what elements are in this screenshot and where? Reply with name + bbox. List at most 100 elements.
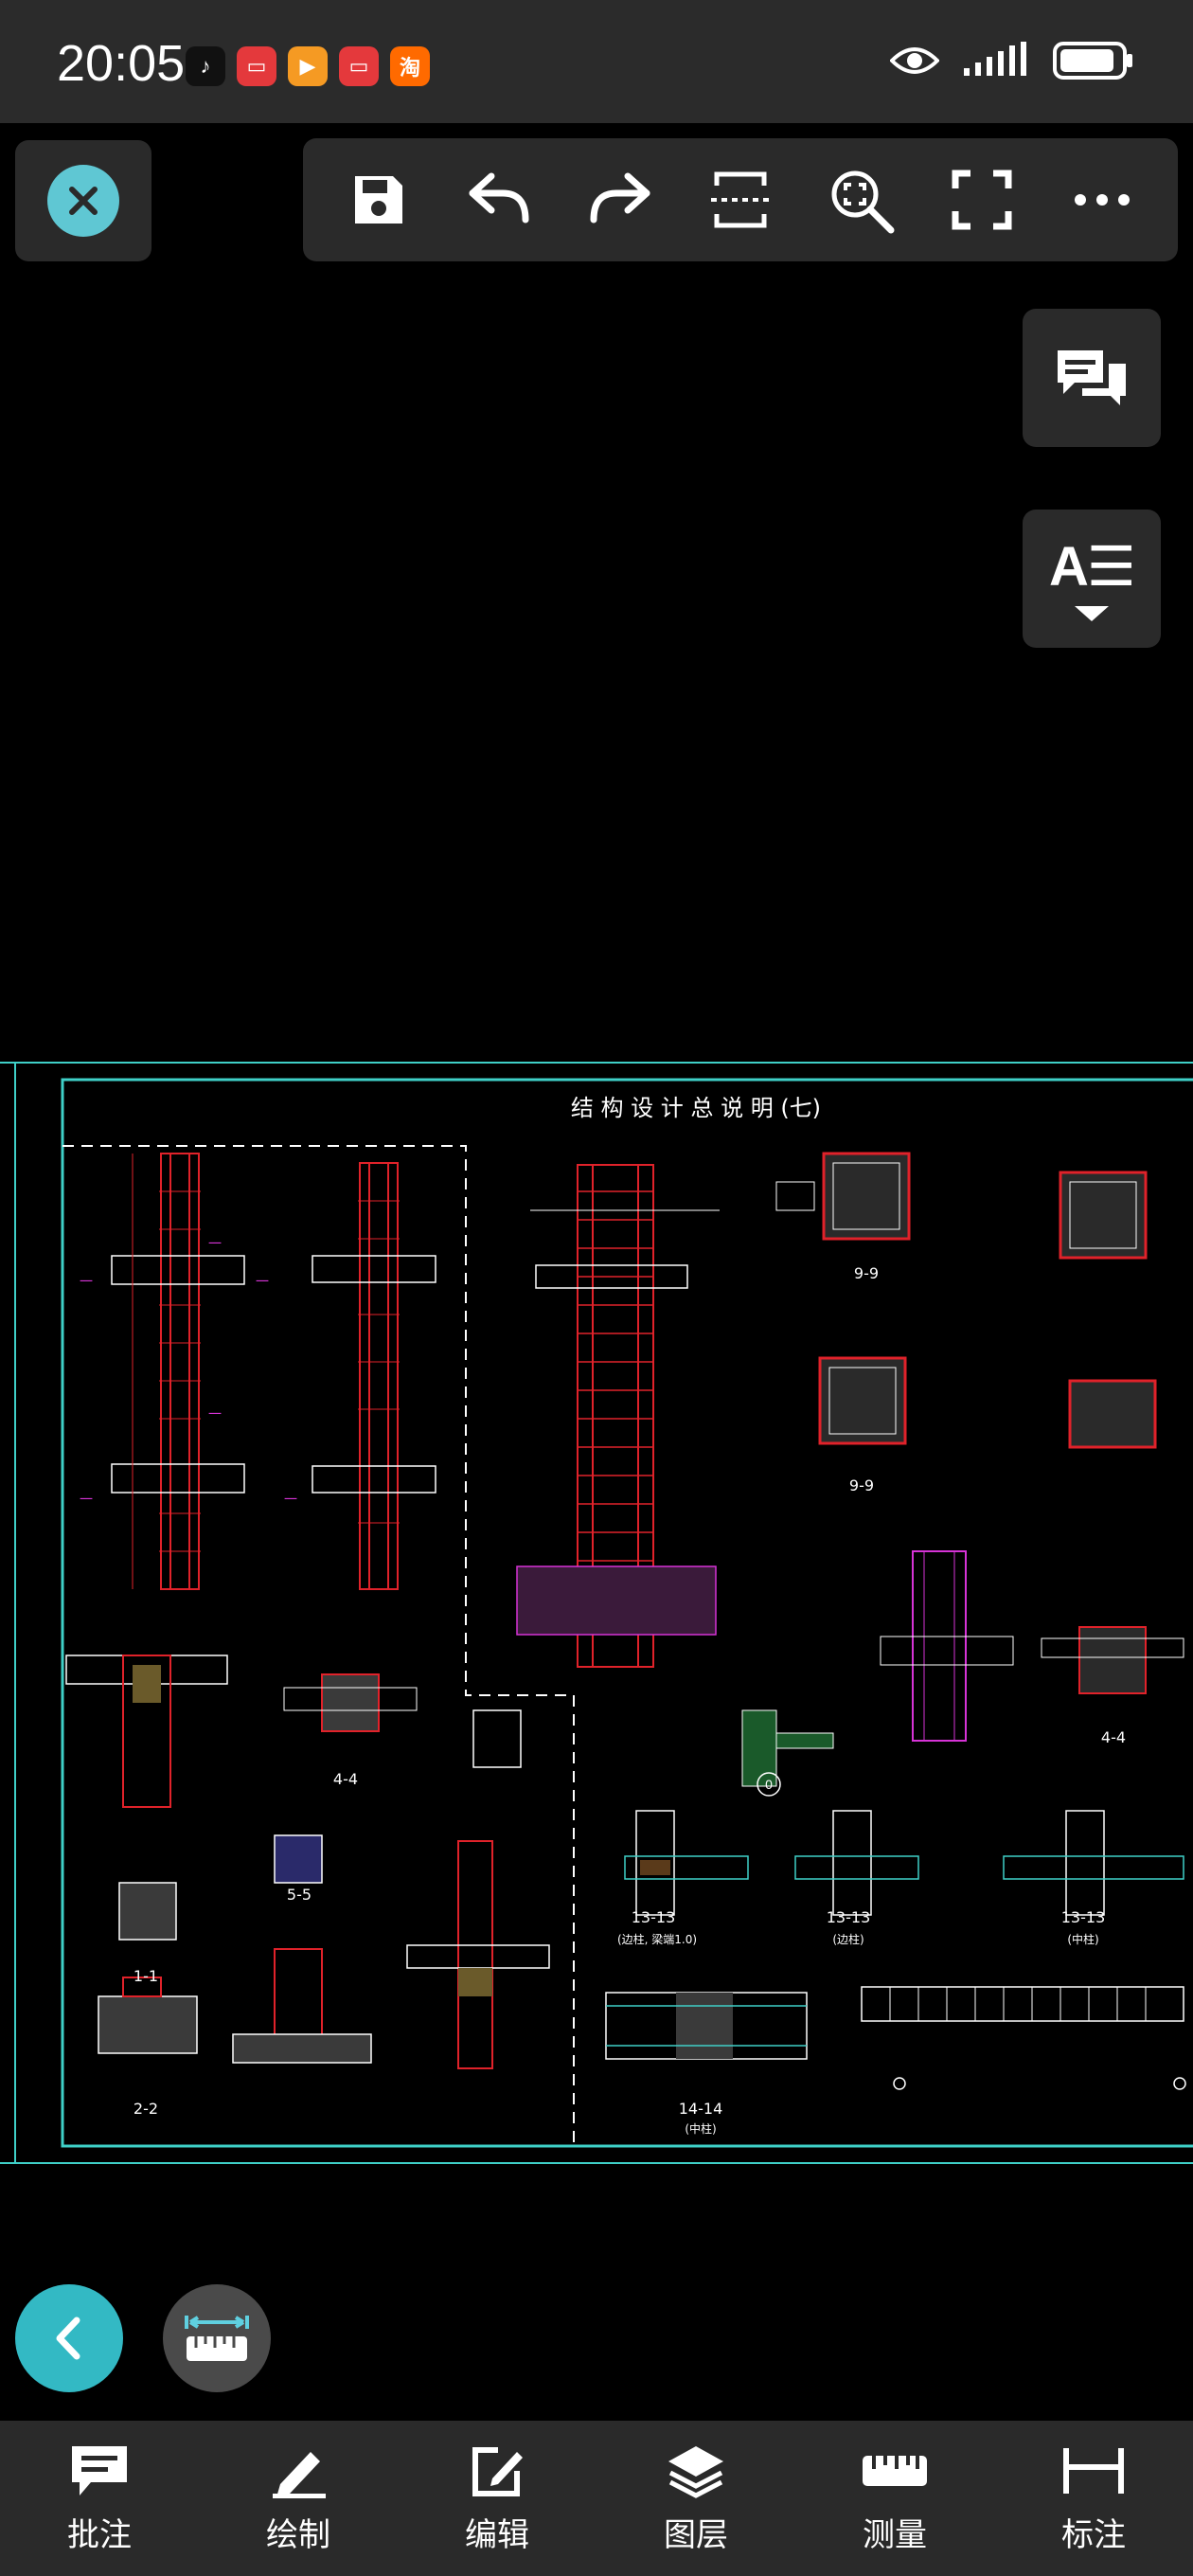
- section-label-13-13-a: 13-13: [632, 1908, 676, 1926]
- comments-button[interactable]: [1023, 309, 1161, 447]
- section-label-13-13-c: 13-13: [1061, 1908, 1106, 1926]
- notification-icons: ♪ ▭ ▶ ▭ 淘: [186, 46, 430, 86]
- eye-icon: [890, 47, 939, 74]
- nav-label: 编辑: [465, 2515, 529, 2554]
- section-label-5-5: 5-5: [287, 1886, 312, 1904]
- angle-detail: [472, 1709, 522, 1768]
- section-label-2-2: 2-2: [134, 2100, 158, 2118]
- nav-label: 绘制: [266, 2515, 330, 2554]
- edit-icon: [472, 2446, 523, 2496]
- foundation-detail: [232, 1948, 372, 2064]
- section-label-9-9-a: 9-9: [854, 1264, 879, 1282]
- beam-detail-13-13-a: [624, 1810, 749, 1916]
- nav-label: 批注: [67, 2515, 132, 2554]
- svg-text:一: 一: [256, 1275, 269, 1290]
- nav-edit[interactable]: 编辑: [421, 2442, 573, 2555]
- beam-detail-14-14: [605, 1992, 808, 2060]
- section-5-5: [274, 1834, 323, 1884]
- fullscreen-icon: [952, 170, 1012, 230]
- column-joint-detail: [406, 1840, 550, 2069]
- close-button[interactable]: [15, 140, 151, 261]
- svg-text:一: 一: [80, 1275, 93, 1290]
- nav-draw[interactable]: 绘制: [223, 2442, 374, 2555]
- nav-annotate[interactable]: 批注: [24, 2442, 175, 2555]
- signal-icon: [964, 42, 1026, 76]
- top-toolbar: [303, 138, 1178, 261]
- section-right-1: [1059, 1171, 1148, 1260]
- dimension-icon: [1063, 2447, 1124, 2494]
- nav-label: 图层: [664, 2515, 728, 2554]
- svg-text:一: 一: [208, 1237, 222, 1252]
- pencil-icon: [273, 2451, 326, 2498]
- text-style-button[interactable]: A☰: [1023, 510, 1161, 648]
- more-button[interactable]: [1050, 148, 1154, 252]
- stair-beam-elevation: [861, 1986, 1186, 2090]
- section-4-4-left: [283, 1673, 418, 1732]
- comments-icon: [1058, 350, 1126, 405]
- section-sub-label: (边柱, 梁端1.0): [617, 1932, 697, 1946]
- section-label-9-9-b: 9-9: [849, 1476, 874, 1494]
- redo-button[interactable]: [568, 148, 672, 252]
- battery-icon: [1053, 42, 1132, 80]
- section-label-1-1: 1-1: [134, 1967, 158, 1985]
- section-2-2: [98, 1977, 198, 2054]
- ruler-icon: [185, 2316, 249, 2361]
- layers-icon: [668, 2445, 723, 2498]
- nav-measure[interactable]: 测量: [819, 2442, 970, 2555]
- beam-column-joint-left: [65, 1655, 228, 1808]
- svg-text:一: 一: [80, 1493, 93, 1508]
- cantilever-detail: 0: [741, 1709, 834, 1797]
- nav-label: 标注: [1061, 2515, 1126, 2554]
- section-label-13-13-b: 13-13: [827, 1908, 871, 1926]
- section-9-9-b: [818, 1356, 1157, 1449]
- red-app-icon: ▭: [237, 46, 276, 86]
- magenta-column-detail: [880, 1550, 1014, 1742]
- status-time: 20:05: [57, 35, 186, 92]
- crop-view-icon: [710, 171, 770, 228]
- section-9-9-a: [775, 1152, 911, 1241]
- drawing-title: 结 构 设 计 总 说 明 (七): [571, 1095, 821, 1121]
- section-label-4-4-b: 4-4: [1101, 1728, 1126, 1746]
- save-button[interactable]: [327, 148, 431, 252]
- section-sub-label: (边柱): [832, 1932, 864, 1946]
- svg-text:一: 一: [284, 1493, 297, 1508]
- zoom-extents-icon: [831, 170, 895, 234]
- cad-drawing-canvas[interactable]: 结 构 设 计 总 说 明 (七): [0, 1059, 1193, 2167]
- nav-label: 测量: [863, 2515, 927, 2554]
- crop-view-button[interactable]: [688, 148, 792, 252]
- beam-detail-13-13-c: [1003, 1810, 1184, 1916]
- chevron-left-icon: [56, 2317, 80, 2360]
- svg-text:一: 一: [208, 1407, 222, 1422]
- beam-detail-13-13-b: [794, 1810, 919, 1916]
- section-label-14-14: 14-14: [679, 2100, 723, 2118]
- detail-circle-label: 0: [765, 1777, 773, 1792]
- cad-drawing: 结 构 设 计 总 说 明 (七): [0, 1062, 1193, 2164]
- bottom-nav: 批注 绘制 编辑 图层 测量 标注: [0, 2421, 1193, 2576]
- column-detail-left: [111, 1153, 245, 1590]
- ruler-button[interactable]: [163, 2284, 271, 2392]
- section-4-4-right: [1041, 1626, 1184, 1694]
- annotate-icon: [72, 2445, 127, 2496]
- video-app-icon: ▶: [288, 46, 328, 86]
- more-icon: [1075, 194, 1131, 206]
- section-1-1: [118, 1882, 177, 1941]
- status-right: [890, 42, 1134, 80]
- close-icon: [47, 165, 119, 237]
- section-sub-label: (中柱): [685, 2121, 716, 2136]
- measure-icon: [863, 2455, 927, 2486]
- tiktok-icon: ♪: [186, 46, 225, 86]
- chevron-down-icon: [1075, 606, 1109, 621]
- nav-layers[interactable]: 图层: [620, 2442, 772, 2555]
- back-button[interactable]: [15, 2284, 123, 2392]
- save-icon: [354, 176, 402, 224]
- text-style-icon: A☰: [1049, 536, 1136, 598]
- red-app-icon: ▭: [339, 46, 379, 86]
- nav-dimension[interactable]: 标注: [1018, 2442, 1169, 2555]
- redo-icon: [590, 172, 650, 224]
- undo-icon: [469, 172, 529, 224]
- zoom-extents-button[interactable]: [809, 148, 913, 252]
- fullscreen-button[interactable]: [930, 148, 1034, 252]
- central-column-elevation: [516, 1164, 720, 1668]
- undo-button[interactable]: [447, 148, 551, 252]
- section-label-4-4-a: 4-4: [333, 1770, 358, 1788]
